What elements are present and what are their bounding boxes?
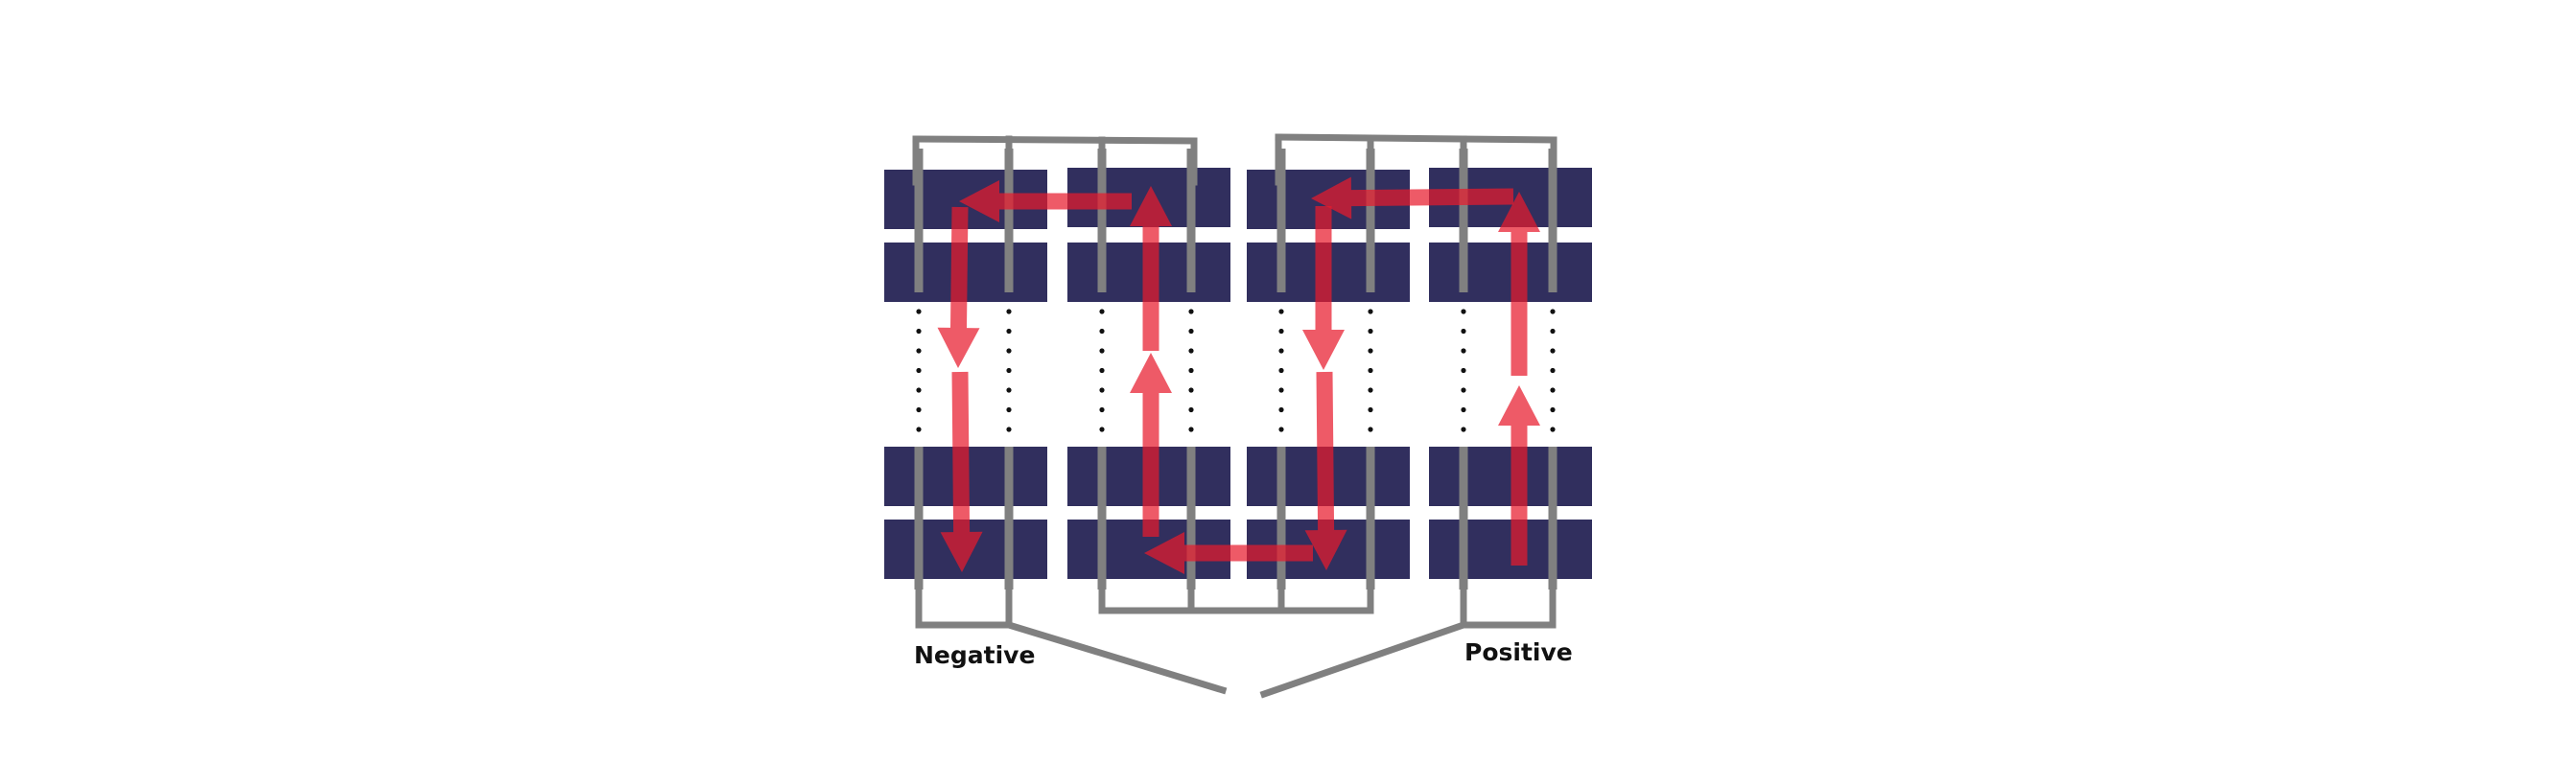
negative-terminal-label: Negative	[914, 641, 1035, 669]
continuation-dot	[1461, 309, 1466, 314]
terminal-post	[1004, 149, 1014, 292]
current-arrow-down	[1304, 371, 1347, 570]
continuation-dot	[1188, 328, 1194, 335]
continuation-dot	[1368, 348, 1373, 354]
current-arrow-up	[1498, 192, 1540, 376]
continuation-dot	[1188, 348, 1194, 354]
terminal-post	[1276, 447, 1286, 590]
continuation-dot	[1099, 406, 1105, 413]
terminal-post	[914, 149, 924, 292]
continuation-dot	[1461, 328, 1466, 335]
terminal-post	[1097, 447, 1107, 590]
continuation-dot	[1006, 309, 1012, 314]
continuation-dot	[1278, 328, 1284, 335]
continuation-dot	[1368, 309, 1373, 314]
continuation-dot	[916, 348, 922, 354]
current-arrow-up	[1130, 353, 1172, 537]
continuation-dot	[1006, 348, 1012, 354]
positive-lead	[1259, 620, 1468, 699]
current-flow-layer	[937, 176, 1540, 574]
continuation-dot	[1550, 406, 1556, 413]
continuation-dot	[1461, 387, 1466, 393]
terminal-post	[1276, 149, 1286, 292]
busbar-layer	[912, 133, 1557, 699]
continuation-dot	[1099, 427, 1105, 432]
current-arrow-left	[1144, 532, 1313, 574]
terminal-post	[1186, 447, 1196, 590]
continuation-dot	[1461, 406, 1466, 413]
continuation-dot	[1550, 427, 1556, 432]
continuation-dot	[1188, 387, 1194, 393]
continuation-dot	[1188, 367, 1194, 374]
current-arrow-down	[940, 371, 983, 572]
continuation-dot	[1006, 406, 1012, 413]
current-arrow-left	[959, 180, 1132, 222]
positive-terminal-label: Positive	[1464, 638, 1573, 666]
continuation-dot	[1188, 427, 1194, 432]
battery-cell	[1429, 520, 1592, 579]
continuation-dot	[1099, 309, 1105, 314]
continuation-dot	[1278, 348, 1284, 354]
continuation-dot	[916, 367, 922, 374]
terminal-post	[914, 447, 924, 590]
terminal-post	[1366, 149, 1375, 292]
top-busbar	[1275, 133, 1557, 144]
cell-layer	[884, 168, 1592, 579]
current-arrow-down	[937, 206, 980, 368]
continuation-dot	[1006, 367, 1012, 374]
continuation-dot	[1006, 387, 1012, 393]
continuation-dots-layer	[916, 309, 1556, 432]
continuation-dot	[1188, 406, 1194, 413]
continuation-dot	[1368, 406, 1373, 413]
continuation-dot	[1368, 387, 1373, 393]
continuation-dot	[1099, 387, 1105, 393]
terminal-post	[1459, 149, 1468, 292]
terminal-post	[1366, 447, 1375, 590]
continuation-dot	[1278, 367, 1284, 374]
continuation-dot	[916, 328, 922, 335]
continuation-dot	[916, 309, 922, 314]
continuation-dot	[1368, 328, 1373, 335]
continuation-dot	[1006, 427, 1012, 432]
continuation-dot	[1461, 367, 1466, 374]
terminal-post	[1548, 149, 1557, 292]
continuation-dot	[1188, 309, 1194, 314]
continuation-dot	[1099, 367, 1105, 374]
continuation-dot	[1550, 348, 1556, 354]
continuation-dot	[1278, 406, 1284, 413]
battery-cell	[1429, 447, 1592, 506]
continuation-dot	[1550, 328, 1556, 335]
continuation-dot	[1278, 427, 1284, 432]
battery-cell	[1429, 243, 1592, 302]
continuation-dot	[1006, 328, 1012, 335]
continuation-dot	[1368, 427, 1373, 432]
continuation-dot	[1461, 348, 1466, 354]
terminal-post	[1004, 447, 1014, 590]
negative-lead	[1004, 620, 1228, 695]
continuation-dot	[1278, 309, 1284, 314]
terminal-post	[1097, 149, 1107, 292]
continuation-dot	[1550, 367, 1556, 374]
continuation-dot	[916, 406, 922, 413]
current-arrow-left	[1311, 176, 1514, 220]
continuation-dot	[1461, 427, 1466, 432]
terminal-post	[1186, 149, 1196, 292]
continuation-dot	[916, 387, 922, 393]
terminal-post	[1548, 447, 1557, 590]
continuation-dot	[1550, 387, 1556, 393]
continuation-dot	[1099, 328, 1105, 335]
continuation-dot	[1368, 367, 1373, 374]
continuation-dot	[1099, 348, 1105, 354]
continuation-dot	[916, 427, 922, 432]
current-arrow-up	[1130, 186, 1172, 351]
continuation-dot	[1278, 387, 1284, 393]
terminal-post	[1459, 447, 1468, 590]
current-arrow-up	[1498, 385, 1540, 566]
continuation-dot	[1550, 309, 1556, 314]
current-arrow-down	[1302, 206, 1345, 370]
top-busbar	[912, 135, 1198, 145]
